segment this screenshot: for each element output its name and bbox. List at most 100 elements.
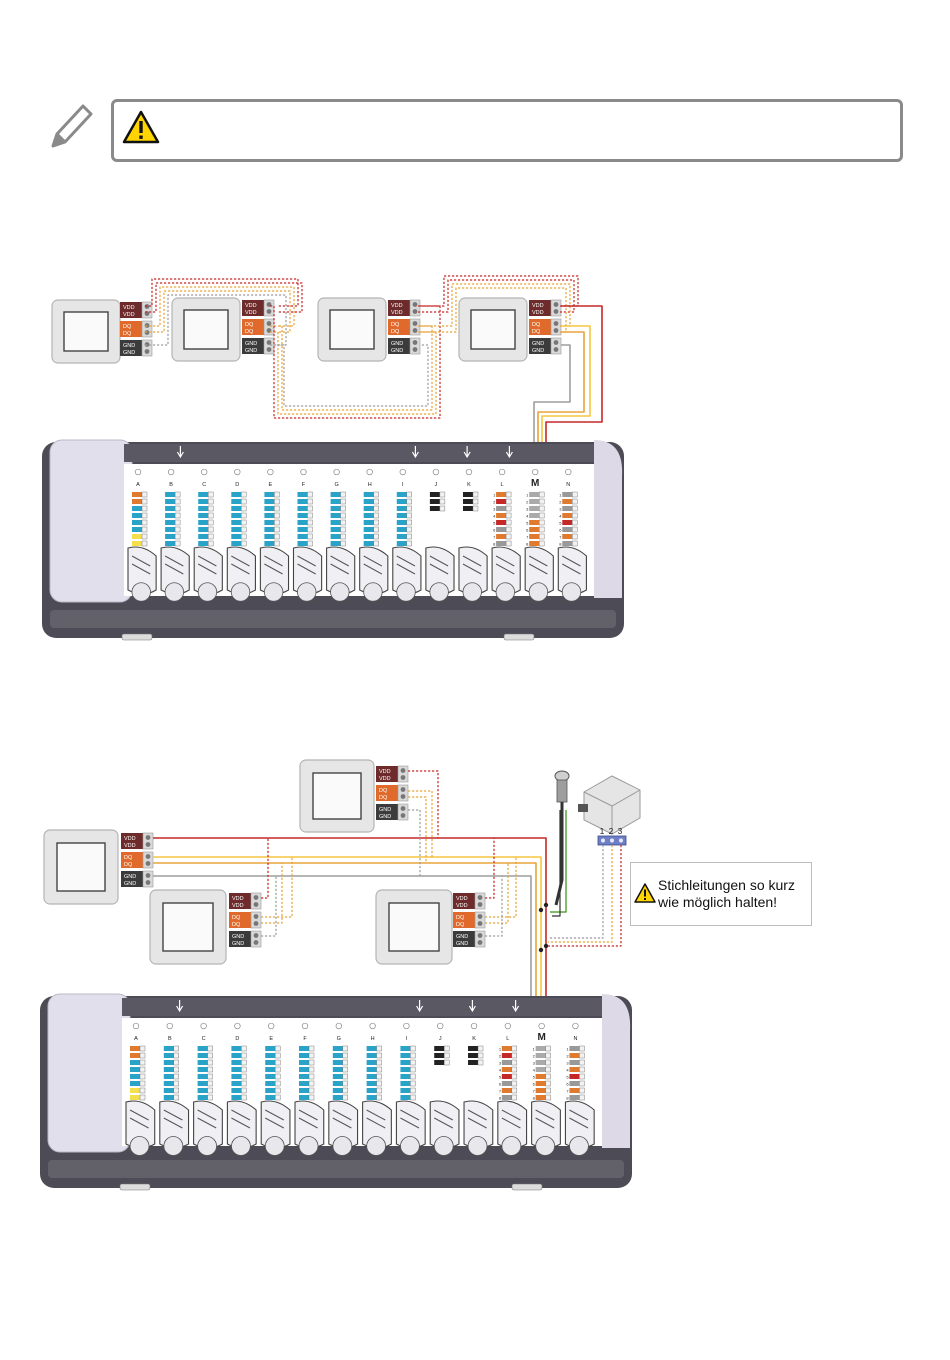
terminal-slot (165, 520, 176, 525)
terminal-slot (198, 520, 209, 525)
terminal-clamp (340, 491, 346, 498)
terminal-clamp (207, 1094, 213, 1101)
terminal-slot (562, 541, 573, 546)
terminal-block (242, 338, 264, 354)
terminal-slot (366, 1074, 377, 1079)
pin-number: 5 (533, 1075, 536, 1080)
terminal-clamp (444, 1052, 450, 1059)
terminal-block (453, 931, 475, 947)
module-letter: A (136, 482, 140, 488)
terminal-slot (501, 1053, 512, 1058)
terminal-slot (198, 527, 209, 532)
terminal-clamp (505, 491, 512, 498)
terminal-slot (468, 1053, 479, 1058)
module-letter: M (537, 1032, 545, 1043)
clip-ridge (535, 1109, 555, 1129)
wire (270, 344, 429, 407)
terminal-screw (477, 914, 483, 919)
wire (153, 837, 547, 1040)
terminal-clamp (141, 505, 148, 512)
terminal-clamp (511, 1066, 518, 1073)
pin-number: 3 (566, 1061, 569, 1066)
module-letter: I (406, 1036, 408, 1042)
terminal-screw (266, 340, 272, 345)
terminal-clamp (538, 498, 545, 505)
arrow-down-icon (411, 446, 419, 459)
terminal-slot (130, 1060, 140, 1065)
terminal-clamp (410, 1087, 416, 1094)
terminal-clamp (308, 1080, 315, 1087)
pin-number: 8 (526, 542, 529, 547)
terminal-clamp (307, 512, 313, 519)
wire (145, 286, 295, 327)
terminal-clamp (207, 1045, 213, 1052)
terminal-clamp (207, 1087, 213, 1094)
terminal-clamp (274, 512, 280, 519)
terminal-label: GND (245, 341, 257, 347)
terminal-label: VDD (124, 843, 136, 849)
pin-number: 2 (533, 1054, 536, 1059)
terminal-slot (130, 1088, 140, 1093)
terminal-clamp (373, 526, 379, 533)
terminal-label: VDD (379, 776, 391, 782)
module-marker (369, 1022, 376, 1030)
terminal-label: DQ (532, 322, 541, 328)
terminal-slot (330, 492, 341, 497)
terminal-slot (496, 520, 507, 525)
terminal-label: DQ (124, 862, 133, 868)
terminal-clamp (173, 1087, 180, 1094)
terminal-slot (562, 534, 573, 539)
terminal-clamp (274, 505, 280, 512)
terminal-screw (145, 854, 151, 859)
terminal-clamp (545, 1045, 551, 1052)
wire (261, 838, 269, 899)
terminal-block (529, 319, 551, 335)
terminal-clamp (207, 519, 214, 526)
clip-bolt (569, 1136, 589, 1156)
terminal-clamp (241, 1094, 247, 1101)
sensor-terminal-number: 3 (618, 827, 623, 836)
module-marker (267, 468, 274, 476)
clip-ridge (400, 1109, 420, 1129)
terminal-label: DQ (456, 922, 465, 928)
terminal-slot (366, 1088, 377, 1093)
pin-number: 8 (559, 542, 562, 547)
terminal-screw (400, 787, 406, 792)
terminal-clamp (274, 533, 280, 540)
terminal-slot (265, 1060, 276, 1065)
wire (485, 876, 503, 937)
terminal-screws (397, 784, 409, 802)
terminal-clamp (511, 1052, 518, 1059)
terminal-clamp (505, 519, 512, 526)
terminal-slot (165, 513, 176, 518)
terminal-label: GND (379, 807, 391, 813)
terminal-clamp (572, 512, 578, 519)
terminal-block (242, 300, 264, 316)
terminal-clamp (340, 540, 346, 547)
terminal-clamp (410, 1073, 416, 1080)
terminal-slot (363, 520, 374, 525)
terminal-screw (145, 835, 151, 840)
terminal-slot (496, 492, 507, 497)
terminal-clamp (241, 491, 247, 498)
clip-ridge (297, 555, 316, 575)
terminal-clamp (505, 533, 512, 540)
terminal-clamp (241, 1073, 247, 1080)
module-marker (166, 1022, 173, 1030)
terminal-slot (468, 1046, 479, 1051)
terminal-label: VDD (456, 896, 468, 902)
terminal-screw (145, 880, 151, 885)
wire (153, 856, 542, 1044)
terminal-clamp (308, 1052, 315, 1059)
terminal-slot (501, 1081, 512, 1086)
terminal-label: DQ (123, 331, 132, 337)
terminal-label: GND (379, 814, 391, 820)
pin-number: 8 (533, 1096, 536, 1101)
pin-number: 1 (526, 493, 529, 498)
pin-number: 1 (499, 1047, 502, 1052)
terminal-clamp (173, 1066, 180, 1073)
terminal-clamp (406, 491, 412, 498)
terminal-slot (299, 1067, 310, 1072)
terminal-slot (569, 1088, 580, 1093)
terminal-clamp (274, 519, 280, 526)
